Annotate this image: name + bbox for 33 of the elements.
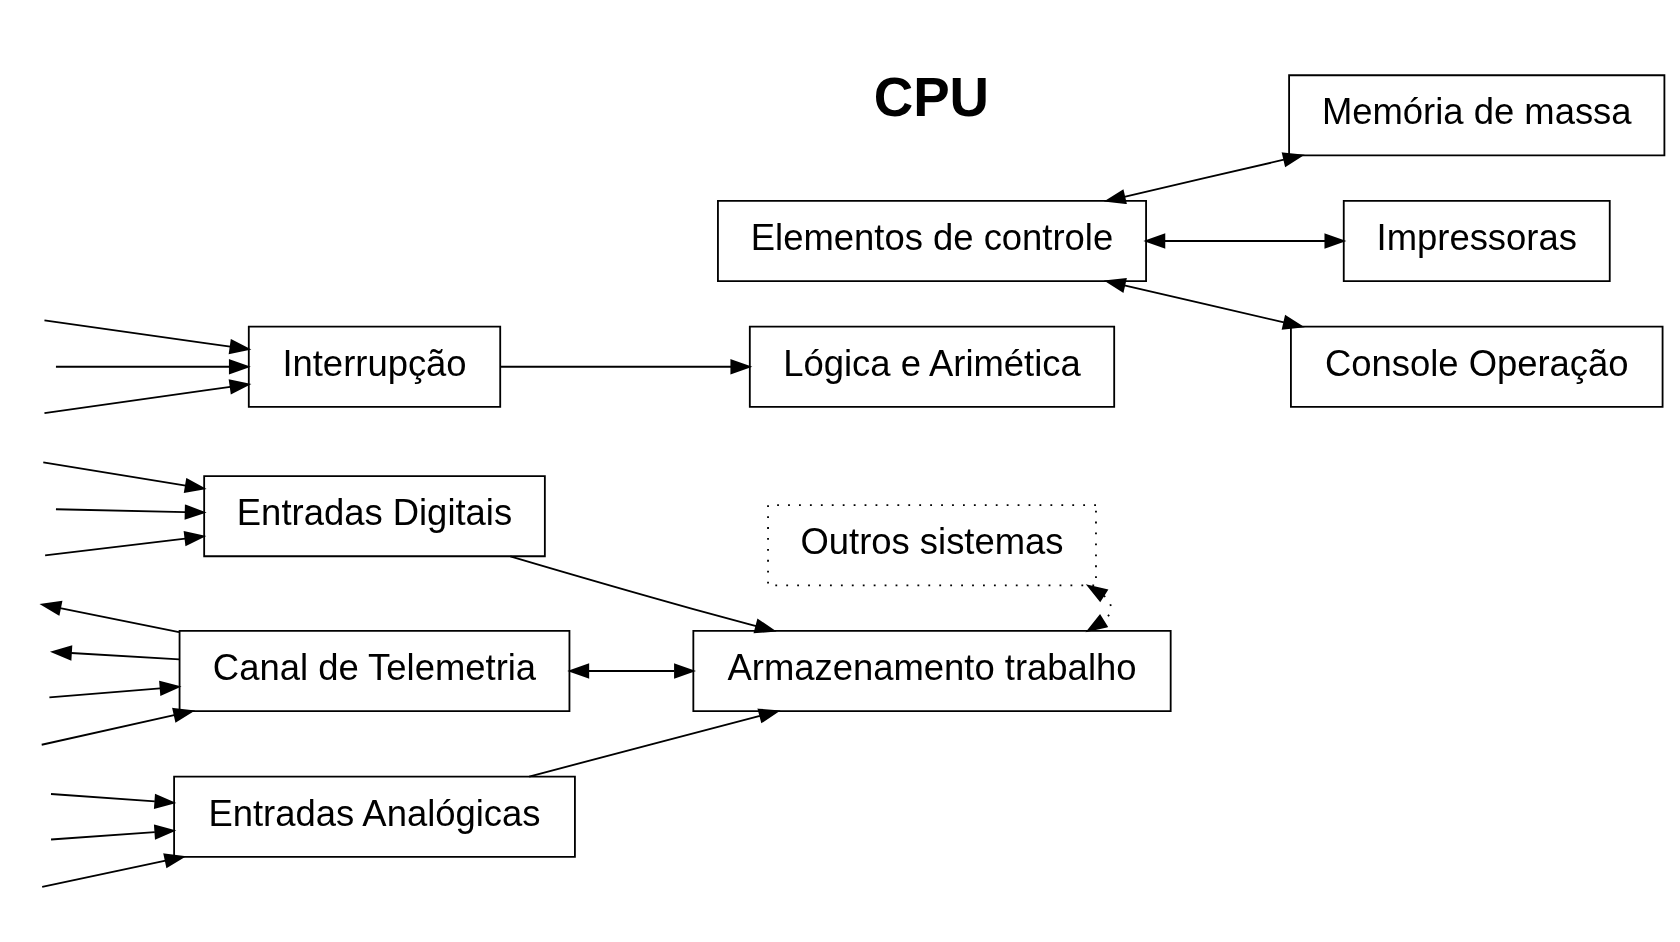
- node-box: Armazenamento trabalho: [692, 629, 1172, 712]
- node-box: Outros sistemas: [767, 503, 1097, 586]
- arrow: [41, 852, 187, 888]
- node-box: Entradas Analógicas: [173, 775, 576, 858]
- arrow: [1143, 232, 1347, 249]
- node-box: Lógica e Arimética: [748, 325, 1116, 408]
- arrow: [567, 662, 696, 679]
- arrow: [50, 644, 181, 661]
- arrow: [40, 707, 196, 746]
- arrow: [1085, 583, 1112, 632]
- node-box: Memória de massa: [1288, 73, 1666, 156]
- arrow: [55, 503, 207, 520]
- arrow: [1103, 151, 1305, 204]
- arrow: [50, 824, 177, 840]
- arrow: [42, 461, 207, 493]
- arrow: [44, 530, 207, 556]
- node-box: Impressoras: [1342, 199, 1611, 282]
- node-box: Elementos de controle: [717, 199, 1147, 282]
- node-box: Canal de Telemetria: [178, 629, 571, 712]
- node-box: Console Operação: [1290, 325, 1664, 408]
- arrow: [43, 378, 252, 414]
- arrow: [55, 358, 251, 374]
- arrow: [39, 600, 180, 633]
- arrow: [528, 708, 781, 777]
- arrow: [48, 680, 182, 698]
- arrow: [50, 792, 177, 809]
- arrow: [509, 554, 777, 633]
- node-box: Entradas Digitais: [203, 474, 546, 557]
- arrow: [1103, 277, 1305, 330]
- arrow: [43, 318, 252, 354]
- node-box: Interrupção: [247, 325, 502, 408]
- arrow: [499, 358, 753, 374]
- label: CPU: [873, 66, 990, 128]
